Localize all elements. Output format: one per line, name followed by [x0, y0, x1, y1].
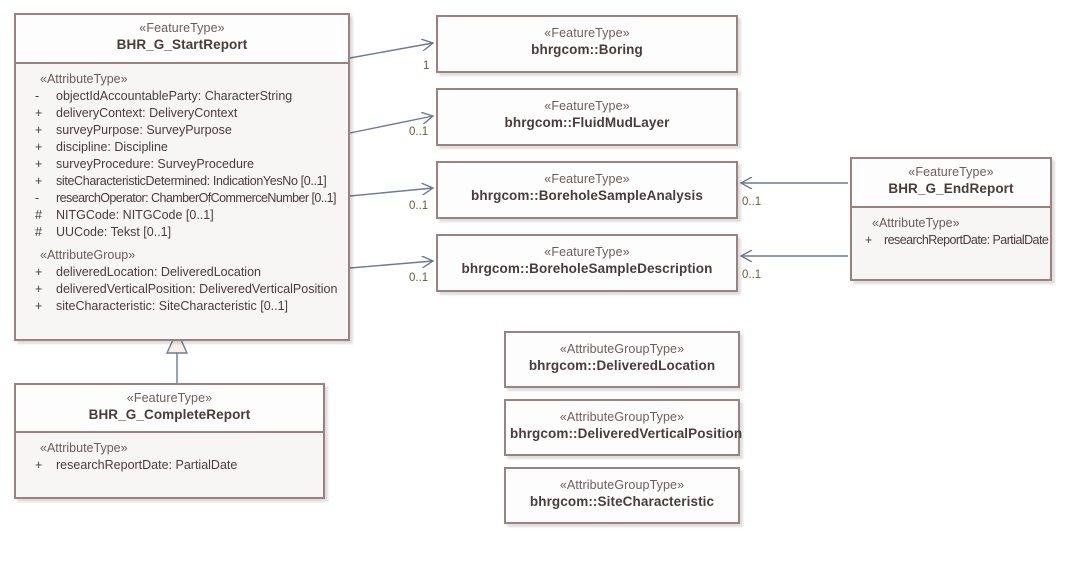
- attribute-text: surveyProcedure: SurveyProcedure: [56, 157, 255, 171]
- visibility-marker: +: [35, 282, 43, 296]
- class-bhr-g-startreport[interactable]: «FeatureType» BHR_G_StartReport «Attribu…: [14, 13, 350, 341]
- attribute-group-label: «AttributeType»: [40, 441, 128, 455]
- attribute-row: + siteCharacteristicDetermined: Indicati…: [16, 173, 348, 190]
- attribute-text: deliveryContext: DeliveryContext: [56, 106, 238, 120]
- visibility-marker: #: [35, 208, 42, 222]
- class-header: «FeatureType» BHR_G_EndReport: [852, 159, 1050, 208]
- visibility-marker: +: [35, 123, 43, 137]
- class-name: bhrgcom::BoreholeSampleDescription: [461, 261, 713, 276]
- class-bhrgcom-boring[interactable]: «FeatureType» bhrgcom::Boring: [436, 15, 738, 73]
- visibility-marker: -: [35, 89, 40, 103]
- attribute-text: UUCode: Tekst [0..1]: [56, 225, 172, 239]
- class-bhrgcom-deliveredlocation[interactable]: «AttributeGroupType» bhrgcom::DeliveredL…: [504, 331, 740, 388]
- class-bhrgcom-boreholesampledescription[interactable]: «FeatureType» bhrgcom::BoreholeSampleDes…: [436, 234, 738, 292]
- class-bhr-g-completereport[interactable]: «FeatureType» BHR_G_CompleteReport «Attr…: [14, 383, 325, 499]
- class-header: «AttributeGroupType» bhrgcom::SiteCharac…: [506, 469, 738, 522]
- class-stereotype: «FeatureType»: [544, 26, 630, 40]
- class-bhrgcom-deliveredverticalposition[interactable]: «AttributeGroupType» bhrgcom::DeliveredV…: [504, 399, 743, 456]
- multiplicity-label-end-boreholesampledescription: 0..1: [742, 269, 762, 281]
- attribute-text: researchReportDate: PartialDate: [56, 458, 238, 472]
- class-attributes: «AttributeType» + researchReportDate: Pa…: [852, 208, 1050, 279]
- class-attributes: «AttributeType» + researchReportDate: Pa…: [16, 433, 323, 497]
- attribute-row: + researchReportDate: PartialDate: [16, 457, 323, 474]
- visibility-marker: +: [35, 299, 43, 313]
- visibility-marker: +: [35, 265, 43, 279]
- visibility-marker: +: [35, 458, 43, 472]
- class-header: «FeatureType» bhrgcom::BoreholeSampleAna…: [438, 163, 736, 217]
- class-header: «FeatureType» bhrgcom::Boring: [438, 17, 736, 71]
- class-name: bhrgcom::Boring: [531, 42, 643, 57]
- class-name: BHR_G_StartReport: [116, 37, 248, 52]
- multiplicity-label-start-boreholesampledescription: 0..1: [409, 272, 429, 284]
- multiplicity-label-start-fluidmudlayer: 0..1: [409, 126, 429, 138]
- attribute-text: siteCharacteristicDetermined: Indication…: [56, 174, 327, 188]
- visibility-marker: +: [35, 174, 42, 188]
- class-name: bhrgcom::DeliveredLocation: [528, 358, 716, 373]
- attribute-text: researchReportDate: PartialDate: [884, 233, 1049, 247]
- attribute-row: + deliveryContext: DeliveryContext: [16, 105, 348, 122]
- class-stereotype: «AttributeGroupType»: [559, 410, 685, 424]
- class-bhr-g-endreport[interactable]: «FeatureType» BHR_G_EndReport «Attribute…: [850, 157, 1052, 281]
- class-header: «FeatureType» BHR_G_StartReport: [16, 15, 348, 64]
- multiplicity-label-start-boreholesampleanalysis: 0..1: [409, 200, 429, 212]
- class-name: bhrgcom::FluidMudLayer: [504, 115, 670, 130]
- class-attributes: «AttributeType» - objectIdAccountablePar…: [16, 64, 348, 339]
- attribute-group-label: «AttributeType»: [40, 72, 128, 86]
- class-header: «FeatureType» bhrgcom::FluidMudLayer: [438, 90, 736, 144]
- visibility-marker: #: [35, 225, 42, 239]
- class-name: bhrgcom::DeliveredVerticalPosition: [510, 426, 743, 441]
- class-header: «FeatureType» bhrgcom::BoreholeSampleDes…: [438, 236, 736, 290]
- multiplicity-label-start-boring: 1: [423, 60, 430, 72]
- class-stereotype: «FeatureType»: [544, 245, 630, 259]
- class-bhrgcom-boreholesampleanalysis[interactable]: «FeatureType» bhrgcom::BoreholeSampleAna…: [436, 161, 738, 219]
- class-stereotype: «FeatureType»: [908, 165, 994, 179]
- class-name: bhrgcom::SiteCharacteristic: [529, 494, 715, 509]
- attribute-row: + surveyPurpose: SurveyPurpose: [16, 122, 348, 139]
- attribute-row: + researchReportDate: PartialDate: [852, 232, 1050, 249]
- attribute-group-label: «AttributeGroup»: [40, 248, 136, 262]
- class-stereotype: «FeatureType»: [544, 172, 630, 186]
- class-name: bhrgcom::BoreholeSampleAnalysis: [471, 188, 703, 203]
- attribute-row: # UUCode: Tekst [0..1]: [16, 224, 348, 241]
- attribute-row: + surveyProcedure: SurveyProcedure: [16, 156, 348, 173]
- class-bhrgcom-fluidmudlayer[interactable]: «FeatureType» bhrgcom::FluidMudLayer: [436, 88, 738, 146]
- assoc-start-boring[interactable]: [349, 43, 433, 59]
- attribute-row: + deliveredLocation: DeliveredLocation: [16, 264, 348, 281]
- attribute-group-label: «AttributeType»: [872, 216, 960, 230]
- visibility-marker: -: [35, 191, 39, 205]
- class-header: «AttributeGroupType» bhrgcom::DeliveredV…: [506, 401, 743, 454]
- class-header: «AttributeGroupType» bhrgcom::DeliveredL…: [506, 333, 738, 386]
- attribute-text: objectIdAccountableParty: CharacterStrin…: [56, 89, 293, 103]
- class-bhrgcom-sitecharacteristic[interactable]: «AttributeGroupType» bhrgcom::SiteCharac…: [504, 467, 740, 524]
- class-stereotype: «FeatureType»: [126, 391, 213, 405]
- assoc-start-boreholesampleanalysis[interactable]: [349, 188, 433, 197]
- class-name: BHR_G_CompleteReport: [88, 407, 251, 422]
- attribute-text: siteCharacteristic: SiteCharacteristic […: [56, 299, 289, 313]
- attribute-row: + siteCharacteristic: SiteCharacteristic…: [16, 298, 348, 315]
- attribute-row: # NITGCode: NITGCode [0..1]: [16, 207, 348, 224]
- attribute-text: deliveredVerticalPosition: DeliveredVert…: [56, 282, 338, 296]
- class-header: «FeatureType» BHR_G_CompleteReport: [16, 385, 323, 433]
- multiplicity-label-end-boreholesampleanalysis: 0..1: [742, 196, 762, 208]
- class-stereotype: «AttributeGroupType»: [559, 478, 685, 492]
- attribute-text: researchOperator: ChamberOfCommerceNumbe…: [56, 191, 337, 205]
- attribute-row: + discipline: Discipline: [16, 139, 348, 156]
- attribute-text: deliveredLocation: DeliveredLocation: [56, 265, 261, 279]
- class-stereotype: «FeatureType»: [139, 21, 225, 35]
- class-name: BHR_G_EndReport: [888, 181, 1014, 196]
- assoc-start-boreholesampledescription[interactable]: [349, 261, 433, 269]
- attribute-row: - objectIdAccountableParty: CharacterStr…: [16, 88, 348, 105]
- class-stereotype: «FeatureType»: [544, 99, 630, 113]
- visibility-marker: +: [35, 157, 43, 171]
- class-stereotype: «AttributeGroupType»: [559, 342, 685, 356]
- visibility-marker: +: [35, 106, 43, 120]
- visibility-marker: +: [865, 233, 872, 247]
- attribute-row: + deliveredVerticalPosition: DeliveredVe…: [16, 281, 348, 298]
- attribute-text: surveyPurpose: SurveyPurpose: [56, 123, 232, 137]
- attribute-row: - researchOperator: ChamberOfCommerceNum…: [16, 190, 348, 207]
- visibility-marker: +: [35, 140, 43, 154]
- attribute-text: discipline: Discipline: [56, 140, 168, 154]
- attribute-text: NITGCode: NITGCode [0..1]: [56, 208, 214, 222]
